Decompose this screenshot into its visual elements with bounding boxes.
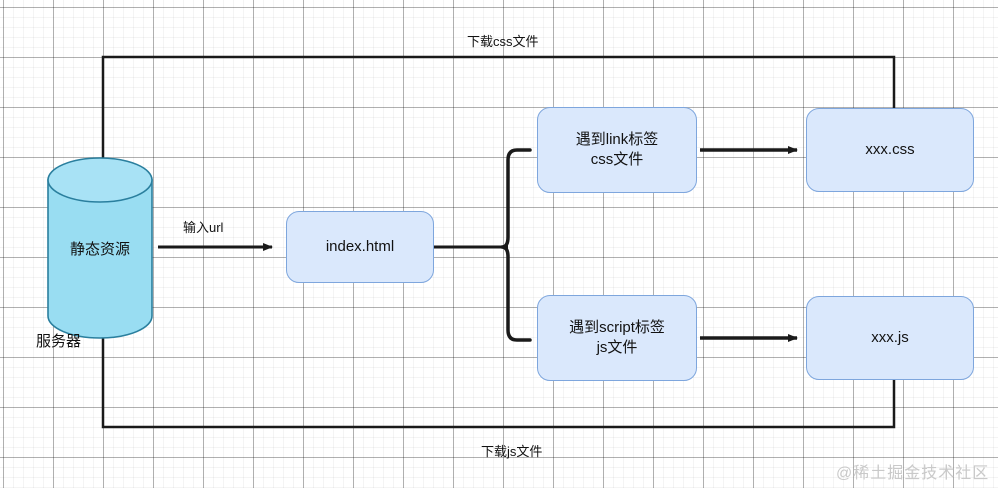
node-script-tag-label-line2: js文件 [596,339,638,356]
node-css-file-label: xxx.css [865,140,915,158]
node-link-tag-label-line2: css文件 [590,151,644,168]
node-link-tag-label-line1: 遇到link标签 [575,130,659,148]
server-node-label: 静态资源 [69,241,130,258]
edge-label-download-js: 下载js文件 [481,444,543,459]
edge-label-input-url: 输入url [183,220,224,235]
node-css-file[interactable]: xxx.css [806,108,974,192]
edge-download-js [101,326,896,429]
server-caption: 服务器 [36,333,82,350]
node-link-tag[interactable]: 遇到link标签 css文件 [537,107,697,193]
node-js-file[interactable]: xxx.js [806,296,974,380]
watermark: @稀土掘金技术社区 [836,465,990,482]
node-js-file-label: xxx.js [871,328,909,346]
node-index-html-label: index.html [325,237,395,255]
edge-download-css [101,55,896,162]
edge-label-download-css: 下载css文件 [467,34,539,49]
node-index-html[interactable]: index.html [286,211,434,283]
node-script-tag-label-line1: 遇到script标签 [569,318,665,336]
node-script-tag[interactable]: 遇到script标签 js文件 [537,295,697,381]
edge-index-to-branches [434,148,532,342]
